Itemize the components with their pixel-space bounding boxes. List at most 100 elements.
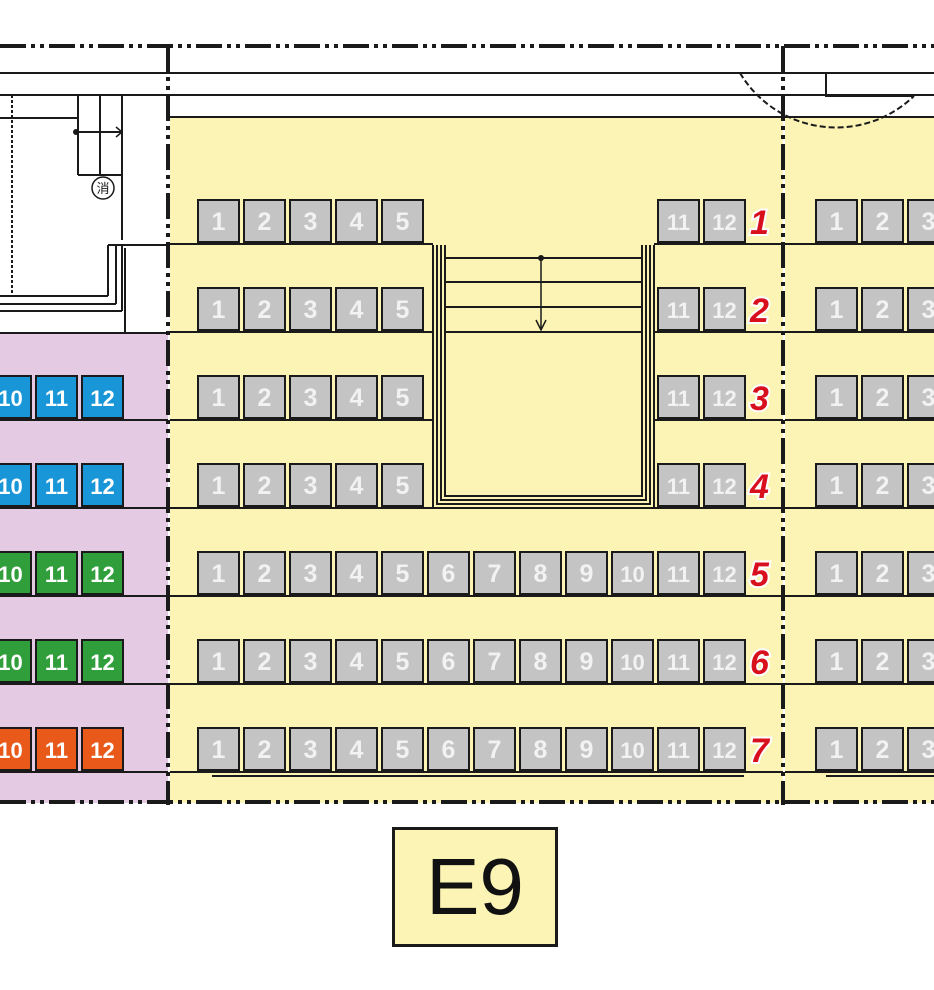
extinguisher-label: 消 [96, 182, 109, 197]
seat-unavailable [381, 199, 424, 243]
seat-unavailable [381, 727, 424, 771]
seat-number: 3 [304, 560, 318, 588]
seat-number: 11 [667, 562, 690, 587]
seat-number: 12 [90, 474, 114, 499]
seat-unavailable [519, 727, 562, 771]
seat-number: 4 [350, 560, 364, 588]
seat-number: 6 [442, 736, 456, 764]
seat-unavailable [861, 551, 904, 595]
seat-unavailable [657, 375, 700, 419]
seat-available[interactable] [0, 639, 32, 683]
seat-number: 9 [580, 648, 594, 676]
seat-unavailable [289, 727, 332, 771]
seat-number: 2 [876, 736, 890, 764]
seat-unavailable [519, 639, 562, 683]
seat-number: 1 [830, 560, 844, 588]
stair-marker [538, 255, 544, 261]
seat-unavailable [197, 639, 240, 683]
seat-number: 8 [534, 560, 548, 588]
seat-unavailable [197, 199, 240, 243]
seat-number: 10 [0, 474, 23, 499]
seat-available[interactable] [35, 375, 78, 419]
seat-unavailable [243, 199, 286, 243]
seat-unavailable [289, 551, 332, 595]
arrow-icon [82, 126, 124, 138]
block-label: E9 [426, 842, 524, 931]
seat-number: 7 [488, 560, 502, 588]
seat-number: 10 [620, 738, 644, 763]
seat-available[interactable] [35, 551, 78, 595]
seat-available[interactable] [81, 463, 124, 507]
seat-available[interactable] [35, 463, 78, 507]
seat-number: 11 [45, 474, 68, 499]
seat-unavailable [907, 375, 934, 419]
seat-number: 1 [212, 648, 226, 676]
seat-available[interactable] [0, 375, 32, 419]
seat-number: 1 [212, 560, 226, 588]
stair-marker [73, 129, 79, 135]
seat-available[interactable] [0, 463, 32, 507]
seat-unavailable [243, 375, 286, 419]
seat-available[interactable] [81, 639, 124, 683]
seat-unavailable [565, 551, 608, 595]
seat-unavailable [335, 551, 378, 595]
seat-available[interactable] [0, 727, 32, 771]
seat-unavailable [815, 463, 858, 507]
seat-unavailable [703, 287, 746, 331]
seat-number: 4 [350, 472, 364, 500]
seat-number: 9 [580, 736, 594, 764]
seat-number: 3 [304, 736, 318, 764]
seat-unavailable [815, 375, 858, 419]
seat-unavailable [657, 727, 700, 771]
seat-number: 11 [667, 298, 690, 323]
seat-number: 11 [45, 738, 68, 763]
seat-number: 1 [830, 208, 844, 236]
seat-number: 11 [45, 650, 68, 675]
seat-available[interactable] [35, 727, 78, 771]
seat-number: 2 [876, 384, 890, 412]
seat-unavailable [473, 639, 516, 683]
seat-unavailable [197, 463, 240, 507]
seat-unavailable [197, 287, 240, 331]
seat-unavailable [657, 463, 700, 507]
seat-number: 1 [212, 208, 226, 236]
seat-number: 5 [396, 560, 410, 588]
seat-unavailable [907, 287, 934, 331]
seat-unavailable [335, 727, 378, 771]
seat-unavailable [565, 727, 608, 771]
seat-unavailable [381, 287, 424, 331]
seat-unavailable [861, 639, 904, 683]
seat-unavailable [657, 287, 700, 331]
seat-number: 12 [712, 650, 736, 675]
seat-unavailable [335, 287, 378, 331]
seat-number: 11 [667, 210, 690, 235]
seat-number: 1 [830, 296, 844, 324]
seat-number: 10 [0, 386, 23, 411]
seat-number: 3 [304, 648, 318, 676]
seat-unavailable [907, 463, 934, 507]
seat-unavailable [427, 551, 470, 595]
seat-number: 12 [712, 298, 736, 323]
seat-number: 3 [922, 648, 934, 676]
seat-number: 2 [876, 472, 890, 500]
seat-unavailable [289, 463, 332, 507]
seat-unavailable [907, 727, 934, 771]
seat-available[interactable] [0, 551, 32, 595]
seat-number: 7 [488, 736, 502, 764]
seat-available[interactable] [81, 551, 124, 595]
seat-available[interactable] [81, 375, 124, 419]
seat-number: 1 [212, 736, 226, 764]
seat-number: 9 [580, 560, 594, 588]
row-number: 2 [749, 292, 769, 330]
seat-unavailable [657, 639, 700, 683]
seat-available[interactable] [81, 727, 124, 771]
seat-unavailable [427, 727, 470, 771]
seat-unavailable [861, 375, 904, 419]
seat-number: 11 [667, 650, 690, 675]
seat-number: 10 [0, 650, 23, 675]
seat-unavailable [611, 639, 654, 683]
seat-number: 12 [712, 738, 736, 763]
seat-available[interactable] [35, 639, 78, 683]
